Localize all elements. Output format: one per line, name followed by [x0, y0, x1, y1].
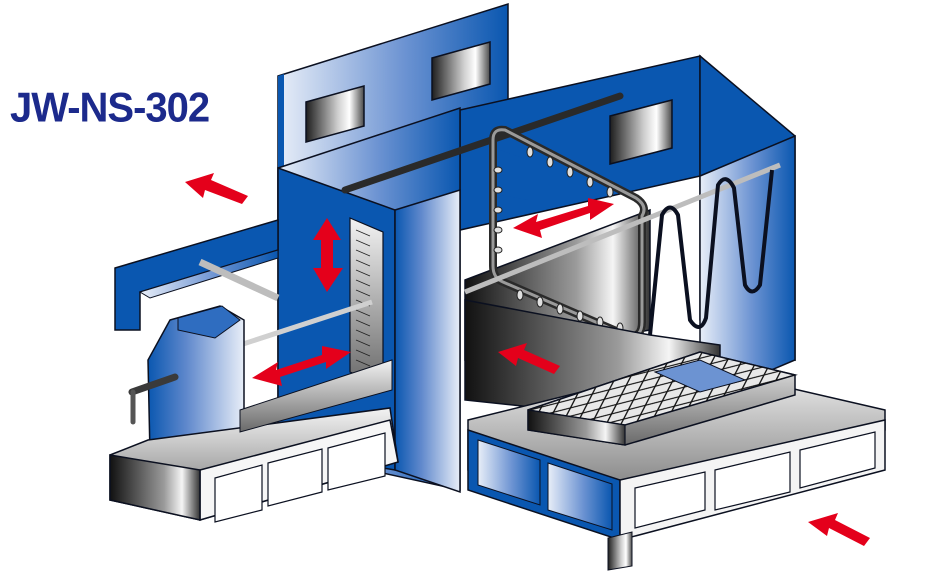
window-right-2	[609, 99, 673, 165]
grating-tray	[527, 351, 798, 446]
window-right	[431, 41, 491, 101]
horizontal-adjust-arrow-icon	[252, 346, 351, 386]
arrows	[185, 173, 870, 546]
water-coil	[648, 169, 774, 336]
guide-rod	[198, 258, 280, 302]
intake-arrow-outer-icon	[808, 513, 870, 546]
filter-slide-arrow-icon	[513, 198, 614, 238]
nozzles	[493, 146, 624, 334]
top-rod	[341, 92, 624, 194]
vertical-adjust-arrow-icon	[313, 218, 343, 292]
crossbar	[464, 162, 781, 295]
exhaust-arrow-icon	[185, 173, 248, 204]
window-left	[305, 85, 365, 143]
model-title: JW-NS-302	[10, 84, 210, 132]
intake-arrow-inner-icon	[498, 343, 560, 374]
vise-bench	[109, 218, 399, 523]
adjust-rod	[239, 299, 373, 348]
vise-handle	[128, 373, 179, 396]
